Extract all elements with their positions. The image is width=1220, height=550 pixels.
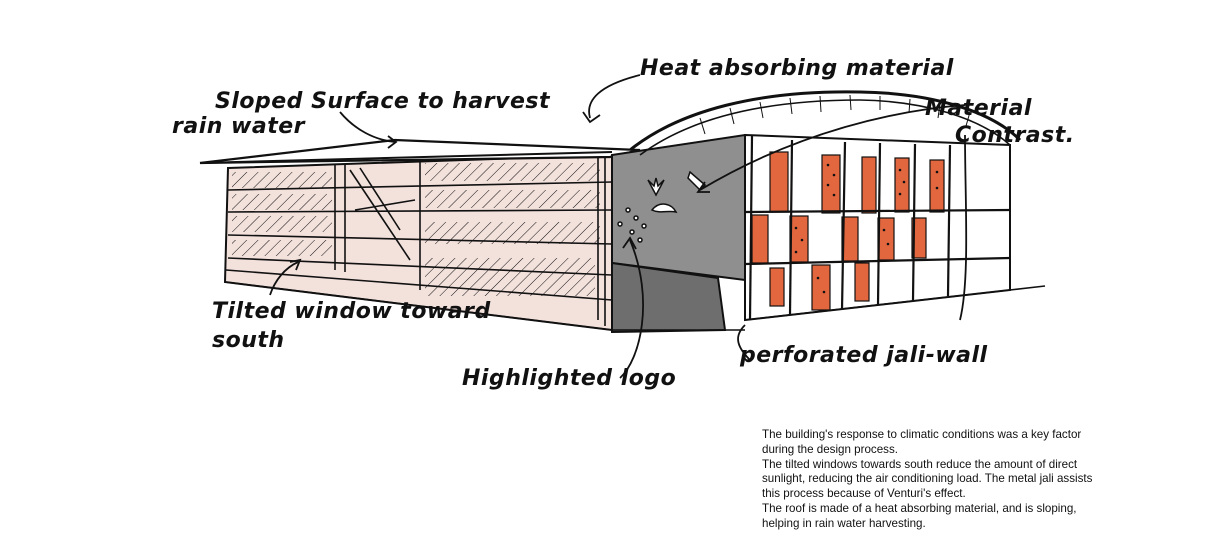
description-paragraph-1: The building's response to climatic cond… <box>762 428 1082 456</box>
highlighted-logo-mark <box>617 170 707 243</box>
curved-roof <box>629 90 1022 152</box>
annotation-leaders <box>269 74 968 379</box>
jali-wall <box>744 133 1011 322</box>
gray-end-wall <box>611 133 746 282</box>
description-block: The building's response to climatic cond… <box>762 428 1107 532</box>
label-highlighted-logo: Highlighted logo <box>462 366 676 391</box>
label-perforated-jali: perforated jali-wall <box>739 343 988 368</box>
label-tilted-window-line2: south <box>212 328 285 353</box>
description-paragraph-2: The tilted windows towards south reduce … <box>762 457 1093 501</box>
label-material-line1: Material <box>925 96 1032 121</box>
label-tilted-window-line1: Tilted window toward <box>212 299 491 324</box>
label-material-line2: Contrast. <box>955 123 1075 148</box>
description-paragraph-3: The roof is made of a heat absorbing mat… <box>762 501 1077 530</box>
label-heat-absorbing: Heat absorbing material <box>640 56 954 81</box>
label-sloped-surface-line2: rain water <box>172 114 306 139</box>
label-sloped-surface-line1: Sloped Surface to harvest <box>215 89 551 114</box>
ground-lines <box>224 281 1046 331</box>
tilted-windows <box>225 157 613 326</box>
